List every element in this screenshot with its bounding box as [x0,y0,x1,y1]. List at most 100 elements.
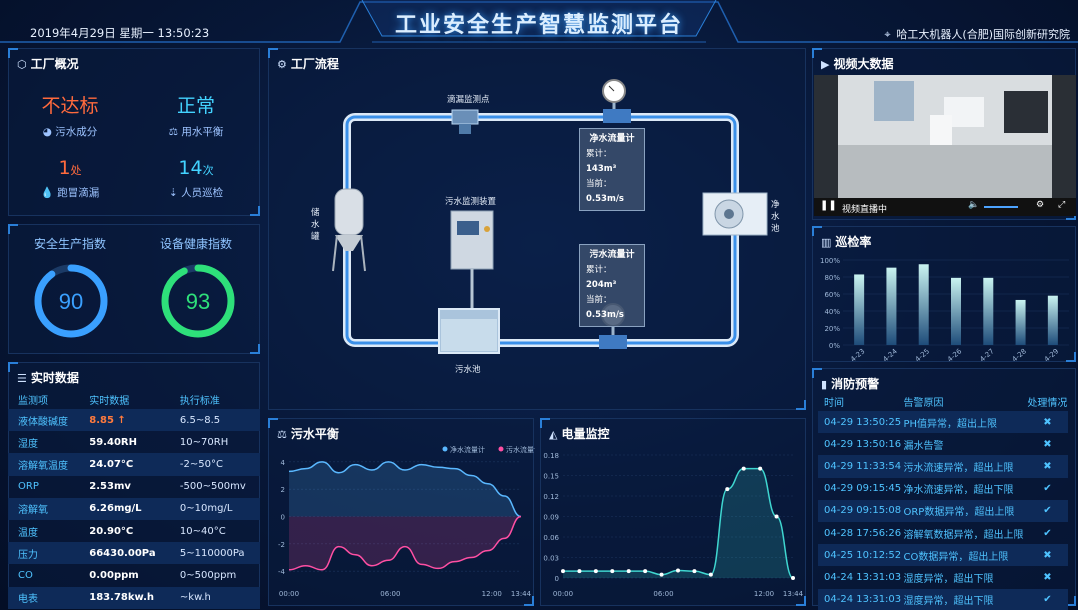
table-cell: 压力 [8,542,80,565]
clean-water-pump-icon [702,192,768,236]
table-cell: 59.40RH [89,436,137,448]
sewage-pool-icon [438,308,500,354]
table-cell: 溶解氧 [8,497,80,520]
sewage-flow-meter: 污水流量计 累计：204m³ 当前：0.53m/s [579,244,645,327]
data-point [708,572,713,577]
data-point [791,576,795,580]
overview-value: 正常 [176,95,215,117]
table-cell: 电表 [8,586,80,609]
cross-icon: ✖ [1026,455,1068,478]
bar [1047,295,1058,345]
alert-time: 04-29 09:15:08 [818,499,904,522]
y-tick-label: 0.09 [543,514,559,522]
volume-slider[interactable] [984,206,1018,208]
balance-icon: ⚖ [168,126,179,138]
table-cell: -500~500mv [179,481,246,493]
table-cell: 10~70RH [179,436,229,448]
series-line [288,461,522,518]
meter-total: 204m³ [586,280,617,290]
volume-icon[interactable]: 🔈 [968,200,980,210]
alert-reason: 漏水告警 [903,440,944,452]
y-tick-label: 0.18 [543,452,559,460]
alert-time: 04-29 13:50:25 [818,411,904,434]
table-cell: 2.53mv [89,481,131,493]
drop-icon: 💧 [40,187,54,199]
pressure-gauge-icon [602,79,631,123]
data-point [643,569,648,574]
meter-total: 143m³ [586,164,617,174]
storage-tank-icon [332,188,366,272]
power-title: ◭电量监控 [549,427,610,441]
balance-icon: ⚖ [277,428,287,441]
data-point [577,569,582,574]
overview-title: ⬡工厂概况 [17,57,79,71]
table-cell: ~kw.h [169,586,260,609]
label-leak: 滴漏监测点 [447,95,490,105]
y-tick-label: 0% [829,342,840,350]
datetime: 2019年4月29日 星期一 13:50:23 [30,26,210,40]
table-cell: 溶解氧温度 [8,453,80,476]
x-tick-label: 00:00 [553,590,573,598]
table-cell: 24.07°C [79,453,170,476]
x-tick-label: 4-29 [1043,347,1060,363]
table-cell: CO [18,569,33,581]
table-cell: 液体酸碱度 [8,409,80,432]
label-sewage-pool: 污水池 [455,365,481,375]
header-frame [0,0,1078,43]
hexagon-icon: ⬡ [17,58,27,71]
meter-title: 净水流量计 [589,134,635,144]
y-tick-label: 40% [824,308,840,316]
table-cell: 8.85 ↑ [79,409,170,432]
realtime-panel: ☰实时数据 [8,362,260,606]
overview-label: 用水平衡 [181,126,224,138]
data-point [676,568,680,573]
bar [1015,299,1026,345]
alert-reason: PH值异常，超出上限 [903,411,1027,434]
settings-icon[interactable]: ⚙ [1036,200,1045,210]
y-tick-label: 100% [820,257,840,265]
fullscreen-icon[interactable]: ⤢ [1058,200,1066,210]
location-text: 哈工大机器人(合肥)国际创新研究院 [896,28,1070,41]
data-point [610,569,615,574]
data-point [758,466,763,471]
alert-time: 04-29 13:50:16 [824,438,902,450]
alert-reason: 溶解氧数据异常，超出上限 [903,529,1024,541]
video-title: ▶视频大数据 [821,57,894,71]
label-clean-pool: 净水池 [771,200,780,234]
fire-title: ▮消防预警 [821,377,880,391]
video-frame [814,75,1076,200]
pause-icon[interactable]: ❚❚ [820,200,837,211]
table-cell: 183.78kw.h [79,586,170,609]
bar-chart-icon: ▥ [821,236,832,249]
y-tick-label: 0 [555,575,559,583]
leak-valve-icon [451,109,479,134]
data-point [741,466,746,471]
table-cell: 温度 [18,527,38,539]
data-point [725,487,730,492]
table-cell: 66430.00Pa [79,542,170,565]
legend-marker [498,446,504,452]
table-cell: 5~110000Pa [169,542,260,565]
col-header: 监测项 [18,395,48,407]
overview-panel: ⬡工厂概况 不达标 ◕ 污水成分 正常 ⚖ 用水平衡 1处 💧 跑冒滴漏 14次… [8,48,260,216]
overview-value: 14次 [178,157,214,179]
data-point [593,569,598,574]
legend-marker [442,446,448,452]
overview-item-patrol: 14次 ⇣ 人员巡检 [141,157,251,200]
series-line [563,467,794,579]
video-player[interactable] [814,75,1076,215]
series-area [563,468,793,578]
data-point [626,569,631,574]
